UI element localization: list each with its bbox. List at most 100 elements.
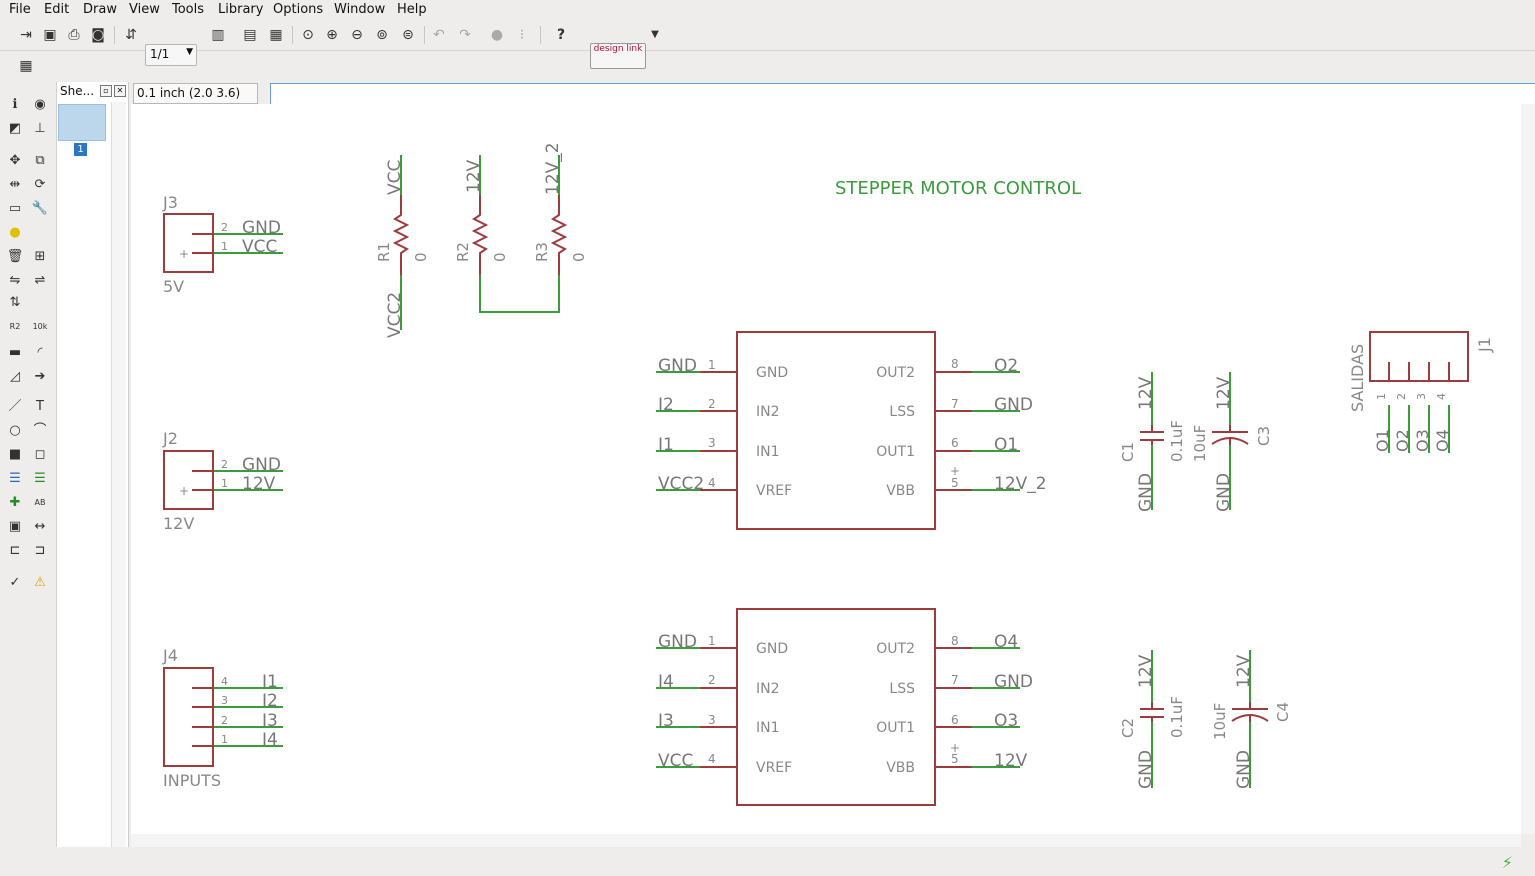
j4-name: J4: [162, 646, 178, 665]
u1-net-o2: O2: [994, 356, 1018, 376]
main-toolbar: ⇥ ▣ ⎙ ◙ ⇵ 1/1 ▼ ▥ ▤ ▦ ⊙ ⊕ ⊖ ⊚ ⊜ ↶ ↷ ● ⁝ …: [0, 20, 1535, 69]
zoom-out-icon[interactable]: ⊖: [351, 27, 363, 43]
dimension-icon[interactable]: ↔: [34, 519, 46, 534]
move-icon[interactable]: ✥: [9, 153, 21, 168]
schematic-canvas[interactable]: STEPPER MOTOR CONTROL J3 5V 2 1 GND VCC …: [131, 104, 1521, 834]
j4-net-i3: I3: [262, 711, 278, 731]
menu-options[interactable]: Options: [273, 2, 324, 17]
zoom-in-icon[interactable]: ⊕: [326, 27, 338, 43]
zoom-redraw-icon[interactable]: ⊚: [376, 27, 388, 43]
cam-icon[interactable]: ◙: [91, 27, 105, 43]
menu-library[interactable]: Library: [218, 2, 264, 17]
r1-net-bottom: VCC2: [385, 292, 405, 338]
net-icon[interactable]: ☰: [34, 471, 46, 486]
junction-icon[interactable]: ✚: [9, 495, 21, 510]
pinswap-icon[interactable]: ⇋: [9, 273, 21, 288]
u2-num-8: 8: [951, 634, 959, 648]
designlink-button[interactable]: design link: [590, 43, 646, 69]
close-icon[interactable]: ✕: [114, 85, 126, 97]
float-icon[interactable]: ▫: [100, 85, 112, 97]
copy-icon[interactable]: ⧉: [35, 153, 45, 168]
mirror-icon[interactable]: ⇹: [9, 177, 21, 192]
menu-draw[interactable]: Draw: [83, 2, 117, 17]
canvas-vertical-scrollbar[interactable]: [1521, 104, 1535, 834]
c2-net-top: 12V: [1136, 654, 1156, 688]
menu-view[interactable]: View: [129, 2, 160, 17]
label-icon[interactable]: AB: [34, 498, 46, 507]
circle-icon[interactable]: ○: [9, 423, 21, 438]
canvas-horizontal-scrollbar[interactable]: [131, 834, 1521, 847]
value-icon[interactable]: 10k: [32, 322, 48, 331]
save-icon[interactable]: ▣: [43, 27, 57, 43]
zoom-area-icon[interactable]: ⊜: [402, 27, 414, 43]
bus-icon[interactable]: ☰: [9, 471, 21, 486]
delete-icon[interactable]: 🗑: [6, 249, 24, 264]
group-icon[interactable]: ▭: [8, 201, 22, 216]
u2-num-1: 1: [708, 634, 716, 648]
eye-icon[interactable]: ◉: [34, 97, 46, 112]
paste-icon[interactable]: ●: [9, 225, 21, 240]
arc-icon[interactable]: ⌒: [33, 423, 47, 438]
help-icon[interactable]: ?: [556, 27, 566, 43]
menu-edit[interactable]: Edit: [44, 2, 70, 17]
add-icon[interactable]: ⊞: [34, 249, 46, 264]
split-icon[interactable]: ◿: [10, 369, 20, 384]
u1-plus: +: [950, 464, 960, 478]
sheet-icon[interactable]: ⇵: [125, 27, 137, 43]
sheet-thumbnail[interactable]: [58, 104, 106, 141]
chevron-down-icon[interactable]: ▼: [651, 29, 659, 40]
erc-icon[interactable]: ✓: [9, 575, 21, 590]
menu-bar: File Edit Draw View Tools Library Option…: [0, 0, 1535, 20]
polygon-icon[interactable]: ◻: [34, 447, 46, 462]
mark-icon[interactable]: ⊥: [34, 121, 46, 136]
redo-icon[interactable]: ↷: [459, 27, 471, 43]
print-icon[interactable]: ⎙: [68, 27, 80, 43]
smash-icon[interactable]: ▬: [8, 345, 22, 360]
text-icon[interactable]: T: [36, 399, 44, 414]
script-icon[interactable]: ▤: [243, 27, 257, 43]
command-input[interactable]: [270, 83, 1535, 106]
u1-num-6: 6: [951, 436, 959, 450]
board-icon[interactable]: ▥: [211, 27, 225, 43]
go-icon[interactable]: ⁝: [519, 27, 525, 43]
info-icon[interactable]: ℹ: [12, 97, 18, 112]
j2-value: 12V: [163, 514, 194, 533]
menu-tools[interactable]: Tools: [172, 2, 205, 17]
undo-icon[interactable]: ↶: [433, 27, 445, 43]
rotate-icon[interactable]: ⟳: [34, 177, 46, 192]
menu-help[interactable]: Help: [397, 2, 427, 17]
c2-net-bottom: GND: [1136, 750, 1156, 789]
layer-icon[interactable]: ◩: [8, 121, 22, 136]
sheets-scrollbar[interactable]: [111, 102, 126, 847]
name-icon[interactable]: R2: [9, 322, 21, 331]
grid-icon[interactable]: ▦: [19, 58, 33, 74]
j4-net-i1: I1: [262, 672, 278, 692]
sheet-number[interactable]: 1: [74, 143, 87, 156]
attribute-icon[interactable]: ▣: [8, 519, 22, 534]
u2-net-gnd: GND: [658, 632, 697, 652]
c4-name: C4: [1274, 702, 1292, 722]
j4-net-i2: I2: [262, 691, 278, 711]
sheet-select[interactable]: 1/1 ▼: [145, 44, 197, 66]
u2-net-vcc: VCC: [658, 751, 693, 771]
u1-num-5: 5: [951, 476, 959, 490]
replace-icon[interactable]: ⇅: [9, 295, 21, 310]
j1-pin-1: 1: [1375, 393, 1388, 400]
zoom-fit-icon[interactable]: ⊙: [302, 27, 314, 43]
run-icon[interactable]: ▦: [269, 27, 283, 43]
rect-icon[interactable]: ■: [8, 447, 22, 462]
wire-icon[interactable]: ／: [8, 399, 22, 414]
c4-net-top: 12V: [1234, 654, 1254, 688]
change-icon[interactable]: 🔧: [31, 201, 49, 216]
r2-name: R2: [454, 242, 472, 262]
invoke-icon[interactable]: ➔: [34, 369, 46, 384]
menu-file[interactable]: File: [9, 2, 31, 17]
open-icon[interactable]: ⇥: [20, 27, 32, 43]
stop-icon[interactable]: ●: [490, 27, 504, 43]
warning-icon[interactable]: ⚠: [34, 575, 46, 590]
miter-icon[interactable]: ◜: [37, 345, 43, 360]
menu-window[interactable]: Window: [334, 2, 386, 17]
module-icon[interactable]: ⊐: [34, 543, 46, 558]
frame-icon[interactable]: ⊏: [9, 543, 21, 558]
gateswap-icon[interactable]: ⇌: [34, 273, 46, 288]
